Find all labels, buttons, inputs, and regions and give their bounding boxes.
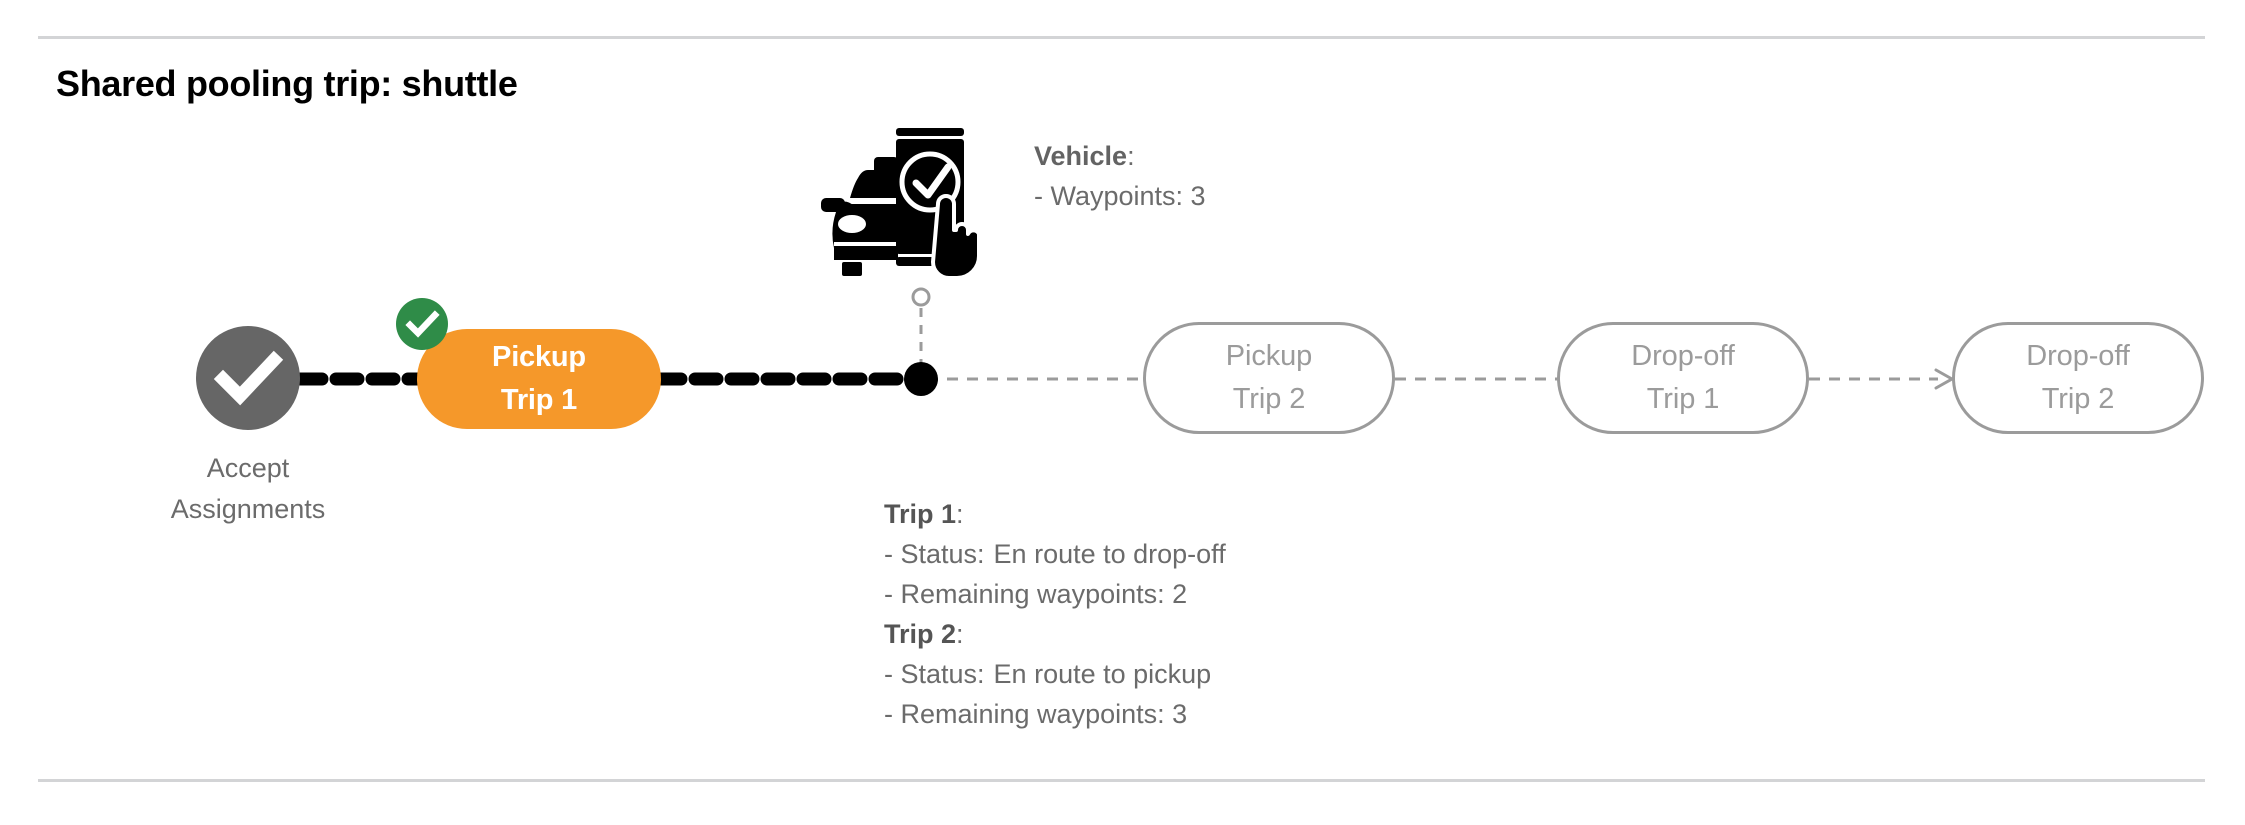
check-icon <box>405 310 440 338</box>
step-dropoff-trip2-line2: Trip 2 <box>2041 383 2115 415</box>
step-dropoff-trip1[interactable]: Drop-off Trip 1 <box>1557 322 1809 434</box>
bottom-divider <box>38 779 2205 782</box>
vehicle-heading-text: Vehicle <box>1034 141 1128 171</box>
connector-arrowhead <box>1934 368 1954 390</box>
trip2-heading: Trip 2: <box>884 614 1226 654</box>
trip2-heading-text: Trip 2 <box>884 619 957 649</box>
step-dropoff-trip1-line2: Trip 1 <box>1646 383 1720 415</box>
vehicle-info: Vehicle: - Waypoints: 3 <box>1034 136 1206 216</box>
step-pickup-trip1-line2: Trip 1 <box>500 384 578 416</box>
step-pickup-trip1-check-badge <box>396 298 448 350</box>
trip2-waypoints: - Remaining waypoints: 3 <box>884 699 1188 729</box>
trip2-status-label: - Status: <box>884 659 985 689</box>
top-divider <box>38 36 2205 39</box>
accept-label-line2: Assignments <box>170 494 326 524</box>
step-pickup-trip1-line1: Pickup <box>492 341 586 373</box>
vehicle-info-heading: Vehicle: <box>1034 136 1206 176</box>
step-pickup-trip2-line2: Trip 2 <box>1232 383 1306 415</box>
vehicle-waypoints: - Waypoints: 3 <box>1034 181 1206 211</box>
accept-label-line1: Accept <box>206 453 290 483</box>
vehicle-heading-colon: : <box>1127 141 1135 171</box>
trip1-status: - Status: En route to drop-off <box>884 534 1226 574</box>
trip2-status-value: En route to pickup <box>993 659 1212 689</box>
step-pickup-trip2[interactable]: Pickup Trip 2 <box>1143 322 1395 434</box>
trip2-heading-colon: : <box>956 619 964 649</box>
trip1-waypoints: - Remaining waypoints: 2 <box>884 579 1188 609</box>
step-dropoff-trip1-line1: Drop-off <box>1631 340 1735 372</box>
step-pickup-trip2-line1: Pickup <box>1225 340 1313 372</box>
step-dropoff-trip2-line1: Drop-off <box>2026 340 2130 372</box>
waypoint-circle <box>911 287 931 307</box>
trip-details: Trip 1: - Status: En route to drop-off - … <box>884 494 1226 734</box>
trip1-status-label: - Status: <box>884 539 985 569</box>
accept-assignments-node[interactable] <box>196 326 300 430</box>
check-circle-icon <box>213 350 284 406</box>
page-title: Shared pooling trip: shuttle <box>56 63 518 104</box>
trip1-heading-colon: : <box>956 499 964 529</box>
accept-assignments-label: Accept Assignments <box>100 448 396 530</box>
trip2-status: - Status: En route to pickup <box>884 654 1226 694</box>
car-phone-check-icon <box>821 128 980 280</box>
step-dropoff-trip2[interactable]: Drop-off Trip 2 <box>1952 322 2204 434</box>
step-pickup-trip1[interactable]: Pickup Trip 1 <box>417 329 661 429</box>
trip1-heading-text: Trip 1 <box>884 499 957 529</box>
trip1-heading: Trip 1: <box>884 494 1226 534</box>
vehicle-position-marker <box>904 362 938 396</box>
trip1-status-value: En route to drop-off <box>993 539 1226 569</box>
